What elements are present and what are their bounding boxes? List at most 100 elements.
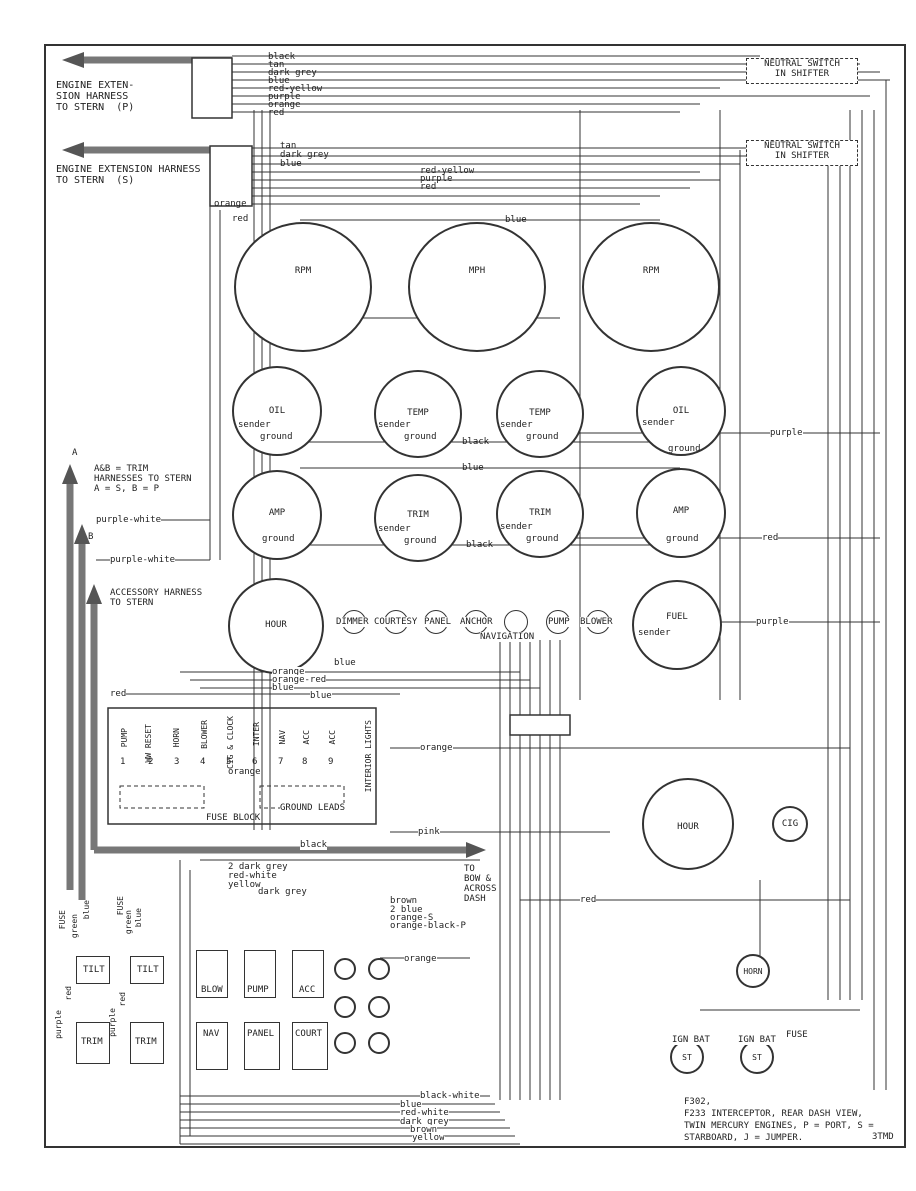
wire-label-blue: blue: [505, 215, 527, 225]
green-label-1: green: [70, 914, 79, 939]
gauge-ground: ground: [404, 536, 437, 546]
switch-label: BLOWER: [580, 617, 613, 627]
bow-wire-left: yellow: [228, 880, 261, 890]
gauge-title: TRIM: [529, 508, 551, 518]
blue-label-1: blue: [82, 900, 91, 920]
caption: F302, F233 INTERCEPTOR, REAR DASH VIEW, …: [684, 1097, 874, 1143]
connector-circle: [368, 958, 390, 980]
fuse-number: 5: [226, 757, 232, 767]
trim-note: A&B = TRIM HARNESSES TO STERN A = S, B =…: [94, 464, 192, 494]
ign-fuse-label: FUSE: [786, 1030, 808, 1040]
hour-gauge-1: HOUR: [228, 578, 324, 674]
navigation-switch[interactable]: [504, 610, 528, 634]
gauge-ground: ground: [526, 432, 559, 442]
horn: HORN: [736, 954, 770, 988]
arrow-a-label: A: [72, 448, 78, 458]
fuse-number: 2: [148, 757, 154, 767]
wire-label: black: [268, 52, 296, 62]
gauge-title: TEMP: [407, 408, 429, 418]
gauge-sender: sender: [642, 418, 675, 428]
wire-label: purple: [268, 92, 301, 102]
purple-label-2: purple: [108, 1008, 117, 1037]
wire-label-blue-2: blue: [272, 683, 294, 693]
gauge-sender: sender: [378, 420, 411, 430]
blow-switch[interactable]: BLOW: [196, 950, 228, 998]
wire-label: tan: [268, 60, 285, 70]
gauge-ground: ground: [262, 534, 295, 544]
gauge-title: FUEL: [666, 612, 688, 622]
wire-label: tan: [280, 141, 297, 151]
panel-small-switch[interactable]: PANEL: [244, 1022, 280, 1070]
cig-lighter: CIG: [772, 806, 808, 842]
gauge-sender: sender: [500, 522, 533, 532]
gauge-title: MPH: [468, 266, 486, 276]
nav-switch[interactable]: NAV: [196, 1022, 228, 1070]
switch-label: NAV: [203, 1029, 220, 1039]
gauge-sender: sender: [238, 420, 271, 430]
bottom-wire: blue: [400, 1100, 422, 1110]
ign-bat-terminal-1: ST: [670, 1040, 704, 1074]
gauge-title: RPM: [294, 266, 312, 276]
bow-wire-left: dark grey: [258, 887, 307, 897]
fuse-item: NAV: [278, 730, 287, 745]
wire-label: blue: [268, 76, 290, 86]
gauge-title: RPM: [642, 266, 660, 276]
gauge-sender: sender: [638, 628, 671, 638]
harness-top-label: ENGINE EXTEN- SION HARNESS TO STERN (P): [56, 80, 135, 113]
switch-label: COURT: [295, 1029, 323, 1039]
wire-label-orange-right: orange: [404, 954, 437, 964]
wire-label-red: red: [420, 182, 437, 192]
wire-label: blue: [280, 159, 302, 169]
wire-label-purple-white-a: purple-white: [96, 515, 162, 525]
trim-switch-2[interactable]: TRIM: [130, 1022, 164, 1064]
pump-small-switch[interactable]: PUMP: [244, 950, 276, 998]
tilt-switch-2[interactable]: TILT: [130, 956, 164, 984]
bow-wire-left: red-white: [228, 871, 277, 881]
fuel-gauge: FUEL sender: [632, 580, 722, 670]
wire-label: dark grey: [280, 150, 329, 160]
trim-switch-1[interactable]: TRIM: [76, 1022, 110, 1064]
switch-label: ANCHOR: [460, 617, 493, 627]
tilt-switch-1[interactable]: TILT: [76, 956, 110, 984]
gauge-title: HOUR: [265, 620, 287, 630]
tilt-label: TILT: [137, 965, 159, 975]
switch-label: NAVIGATION: [480, 632, 535, 642]
wire-label-black-mid: black: [462, 437, 490, 447]
purple-label-1: purple: [54, 1010, 63, 1039]
court-switch[interactable]: COURT: [292, 1022, 328, 1070]
tilt-label: TILT: [83, 965, 105, 975]
neutral-switch-1: NEUTRAL SWITCH IN SHIFTER: [746, 58, 858, 84]
bow-wire-right: orange-black-P: [390, 921, 466, 931]
wire-label: orange: [268, 100, 301, 110]
connector-circle: [334, 996, 356, 1018]
wire-label-purple-right: purple: [770, 428, 803, 438]
wire-label: red-yellow: [268, 84, 323, 94]
accessory-harness-label: ACCESSORY HARNESS TO STERN: [110, 588, 203, 608]
harness-second-label: ENGINE EXTENSION HARNESS TO STERN (S): [56, 164, 201, 186]
gauge-ground: ground: [526, 534, 559, 544]
wire-label-orange: orange: [272, 667, 305, 677]
gauge-ground: ground: [260, 432, 293, 442]
gauge-sender: sender: [500, 420, 533, 430]
rpm-gauge-1: RPM: [234, 222, 372, 352]
wire-label-black-mid2: black: [466, 540, 494, 550]
neutral-switch-2: NEUTRAL SWITCH IN SHIFTER: [746, 140, 858, 166]
wire-label-black-fb: black: [300, 840, 328, 850]
bottom-wire: brown: [410, 1125, 438, 1135]
fuse-label-1: FUSE: [58, 910, 67, 930]
temp-gauge-1: TEMP sender ground: [374, 370, 462, 458]
fuse-number: 1: [120, 757, 126, 767]
connector-circle: [368, 996, 390, 1018]
trim-label: TRIM: [135, 1037, 157, 1047]
gauge-title: HOUR: [677, 822, 699, 832]
wire-label-blue-3: blue: [310, 691, 332, 701]
fuse-number: 9: [328, 757, 334, 767]
wire-label-red-horn: red: [580, 895, 597, 905]
connector-circle: [368, 1032, 390, 1054]
acc-switch[interactable]: ACC: [292, 950, 324, 998]
red-label-1: red: [64, 986, 73, 1001]
fuse-number: 4: [200, 757, 206, 767]
wire-label-pink: pink: [418, 827, 440, 837]
gauge-title: OIL: [672, 406, 690, 416]
gauge-title: TRIM: [407, 510, 429, 520]
